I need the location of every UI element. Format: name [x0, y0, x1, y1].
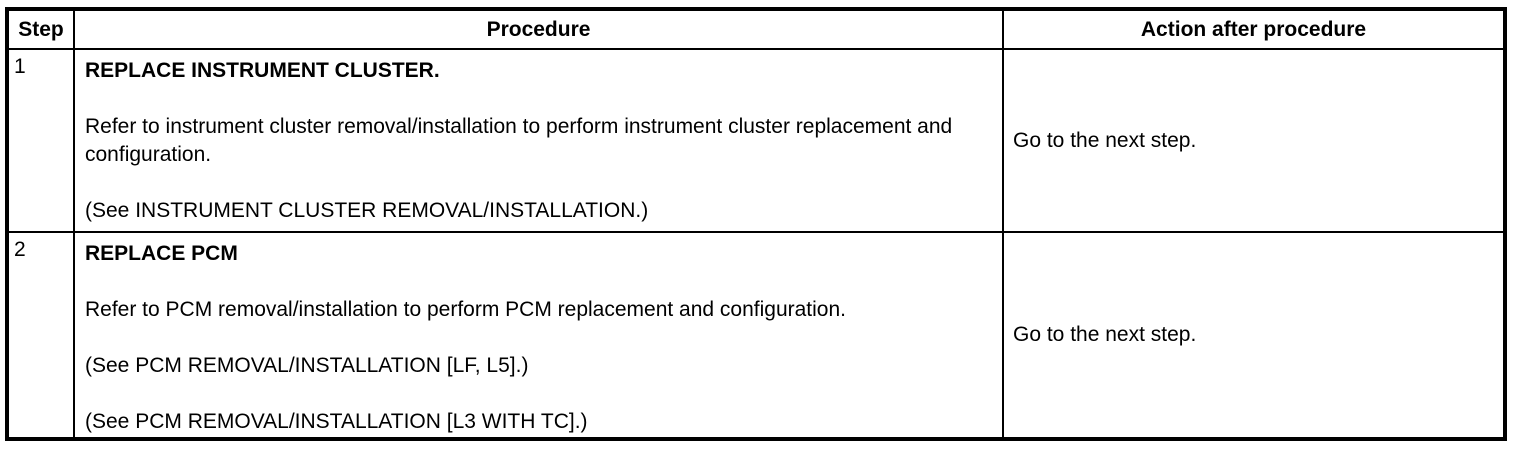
step-number: 2 — [6, 231, 75, 440]
troubleshooting-table: Step Procedure Action after procedure 1 … — [5, 7, 1507, 441]
action-cell: Go to the next step. — [1002, 48, 1506, 233]
procedure-cell: REPLACE INSTRUMENT CLUSTER. Refer to ins… — [73, 48, 1004, 233]
procedure-reference: (See INSTRUMENT CLUSTER REMOVAL/INSTALLA… — [85, 199, 649, 222]
table-row: 1 REPLACE INSTRUMENT CLUSTER. Refer to i… — [6, 48, 1506, 233]
procedure-title: REPLACE INSTRUMENT CLUSTER. — [85, 59, 440, 82]
procedure-cell: REPLACE PCM Refer to PCM removal/install… — [73, 231, 1004, 440]
procedure-reference: (See PCM REMOVAL/INSTALLATION [LF, L5].) — [85, 354, 529, 377]
column-header-step: Step — [6, 8, 75, 50]
procedure-body: Refer to instrument cluster removal/inst… — [85, 115, 953, 166]
table-header-row: Step Procedure Action after procedure — [6, 8, 1506, 50]
procedure-title: REPLACE PCM — [85, 242, 238, 265]
column-header-action-after-procedure: Action after procedure — [1002, 8, 1506, 50]
procedure-reference: (See PCM REMOVAL/INSTALLATION [L3 WITH T… — [85, 410, 588, 433]
procedure-body: Refer to PCM removal/installation to per… — [85, 298, 847, 321]
table-row: 2 REPLACE PCM Refer to PCM removal/insta… — [6, 231, 1506, 440]
step-number: 1 — [6, 48, 75, 233]
action-cell: Go to the next step. — [1002, 231, 1506, 440]
column-header-procedure: Procedure — [73, 8, 1004, 50]
